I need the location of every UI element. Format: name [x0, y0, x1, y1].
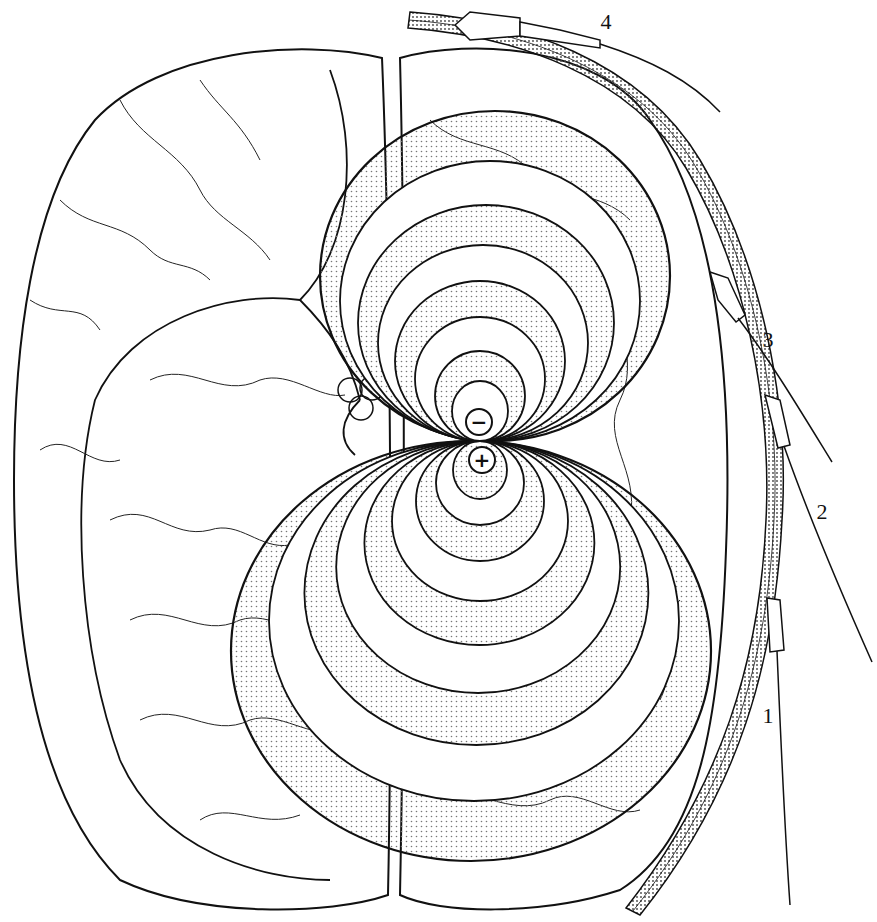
sulci — [30, 300, 100, 330]
field-line — [416, 441, 544, 561]
electrodes — [784, 446, 872, 662]
dipole-poles — [466, 409, 492, 435]
field-line — [358, 205, 614, 441]
electrodes — [767, 598, 784, 652]
sulci — [30, 80, 680, 820]
electrodes — [520, 22, 600, 48]
sulci — [150, 374, 345, 395]
scalp-band — [408, 12, 783, 915]
field-line — [395, 281, 565, 441]
hemispheres — [14, 48, 727, 909]
field-line — [364, 441, 594, 645]
field-line — [435, 351, 525, 441]
callout-number: 1 — [763, 705, 774, 727]
field-line — [415, 317, 545, 441]
gyri-circles — [349, 396, 373, 420]
field-line — [304, 441, 648, 745]
electrodes — [455, 12, 872, 905]
sulci — [120, 100, 270, 260]
field-line — [336, 441, 620, 693]
callout-number: 3 — [763, 329, 774, 351]
field-line — [453, 441, 507, 499]
pole-sign: − — [471, 412, 488, 432]
field-line — [340, 161, 640, 441]
pole-sign: + — [474, 450, 491, 470]
gyri-circles — [338, 378, 362, 402]
field-line — [378, 245, 588, 441]
sulci — [200, 80, 260, 160]
dipole-poles — [466, 409, 495, 473]
sulci — [60, 200, 210, 280]
field-line — [231, 441, 711, 861]
electrodes — [600, 44, 720, 112]
electrodes — [765, 395, 790, 448]
callout-number: 2 — [817, 501, 828, 523]
field-line — [452, 381, 508, 441]
inner-lobes — [344, 400, 360, 455]
electrodes — [710, 272, 745, 322]
dipole-poles — [469, 447, 495, 473]
scalp-band — [409, 20, 775, 911]
dipole-field — [231, 111, 711, 861]
scalp-band — [408, 12, 783, 915]
callout-number: 4 — [601, 11, 612, 33]
electrodes — [738, 318, 832, 462]
electrodes — [455, 12, 520, 40]
field-line — [320, 111, 670, 441]
electrodes — [777, 651, 790, 905]
sulci — [110, 514, 290, 545]
sulci — [40, 444, 120, 461]
field-line — [269, 441, 679, 801]
sulci — [200, 813, 300, 820]
field-line — [436, 441, 524, 525]
field-line — [392, 441, 568, 601]
